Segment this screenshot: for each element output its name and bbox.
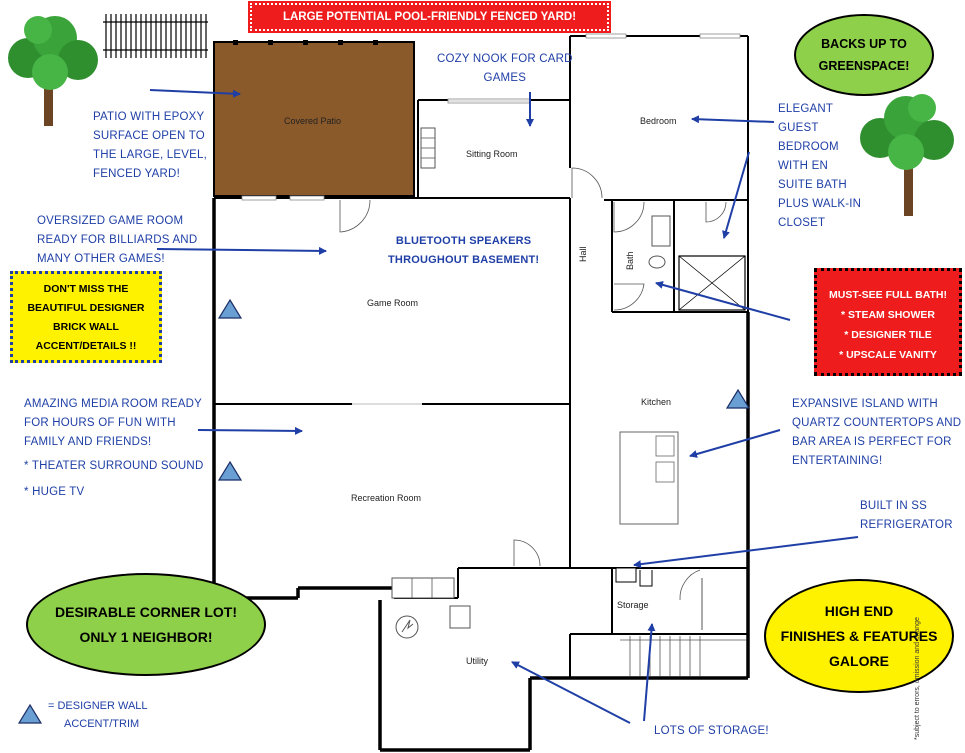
- disclaimer: *subject to errors, omission and change: [914, 617, 921, 740]
- annotation-guest-bedroom: ELEGANT GUEST BEDROOM WITH EN SUITE BATH…: [778, 103, 862, 229]
- room-label-sitting-room: Sitting Room: [466, 149, 518, 159]
- annotation-refrigerator: BUILT IN SS REFRIGERATOR: [860, 500, 953, 531]
- annotation-media-bullet-tv: * HUGE TV: [24, 486, 85, 498]
- accent-triangle-icon: [17, 298, 751, 724]
- tree-icon-right: [860, 94, 954, 216]
- corner-lot-oval: DESIRABLE CORNER LOT!ONLY 1 NEIGHBOR!: [26, 573, 266, 676]
- full-bath-callout: MUST-SEE FULL BATH! * STEAM SHOWER * DES…: [814, 268, 962, 376]
- room-label-utility: Utility: [466, 656, 488, 666]
- annotation-game-room: OVERSIZED GAME ROOM READY FOR BILLIARDS …: [37, 215, 198, 265]
- annotation-media-room: AMAZING MEDIA ROOM READY FOR HOURS OF FU…: [24, 398, 202, 448]
- annotation-kitchen-island: EXPANSIVE ISLAND WITH QUARTZ COUNTERTOPS…: [792, 398, 962, 467]
- annotation-patio: PATIO WITH EPOXY SURFACE OPEN TO THE LAR…: [93, 111, 207, 180]
- pool-yard-banner: LARGE POTENTIAL POOL-FRIENDLY FENCED YAR…: [248, 1, 611, 33]
- tree-icon-left: [8, 16, 98, 126]
- annotation-storage: LOTS OF STORAGE!: [654, 725, 769, 737]
- room-label-bedroom: Bedroom: [640, 116, 677, 126]
- stairs: [620, 636, 746, 676]
- room-label-storage: Storage: [617, 600, 649, 610]
- fence-icon: [103, 14, 208, 58]
- annotation-card-nook: COZY NOOK FOR CARD GAMES: [437, 53, 573, 84]
- annotation-speakers: BLUETOOTH SPEAKERS THROUGHOUT BASEMENT!: [388, 235, 540, 266]
- room-label-game-room: Game Room: [367, 298, 419, 308]
- room-label-bath: Bath: [625, 251, 635, 270]
- room-label-kitchen: Kitchen: [641, 397, 672, 407]
- room-label-recreation-room: Recreation Room: [351, 493, 422, 503]
- covered-patio-area: [213, 41, 415, 197]
- legend: = DESIGNER WALL ACCENT/TRIM: [48, 700, 148, 730]
- room-label-hall: Hall: [578, 246, 588, 262]
- brick-wall-callout: DON'T MISS THE BEAUTIFUL DESIGNER BRICK …: [10, 271, 162, 363]
- room-label-covered-patio: Covered Patio: [284, 116, 342, 126]
- annotation-media-bullet-sound: * THEATER SURROUND SOUND: [24, 460, 204, 472]
